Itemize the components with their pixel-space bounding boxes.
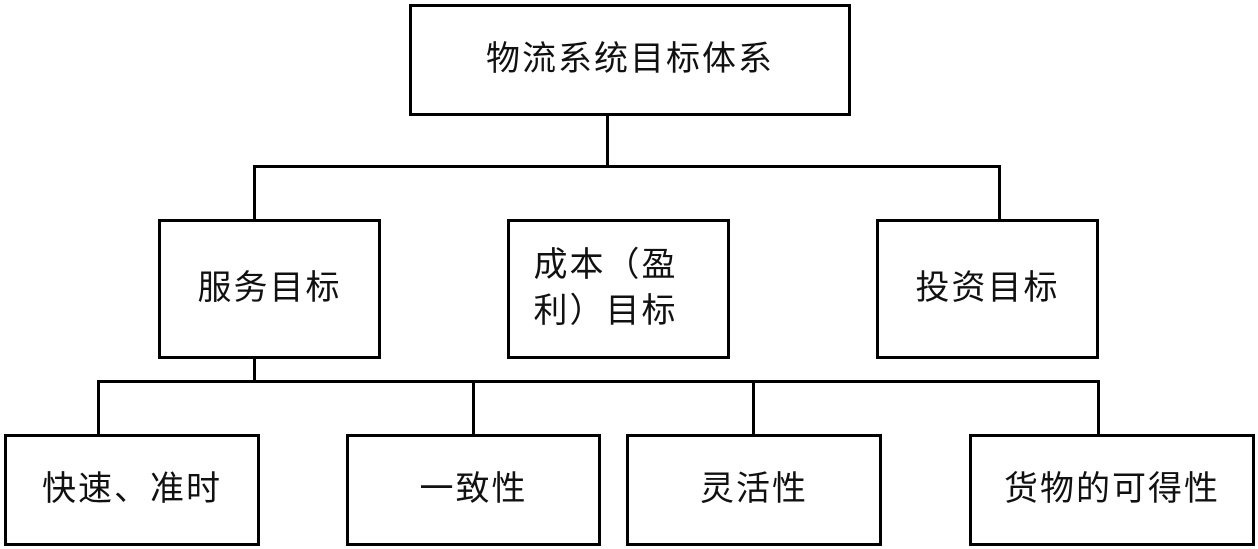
node-label: 服务目标 (197, 268, 342, 309)
node-label: 投资目标 (915, 268, 1060, 309)
node-label: 货物的可得性 (1004, 469, 1220, 510)
node-goods-availability: 货物的可得性 (969, 434, 1255, 546)
connector-level3-bus (97, 380, 1100, 383)
connector-to-fast (97, 380, 100, 435)
node-investment-goal: 投资目标 (876, 219, 1099, 359)
connector-level2-bus (253, 165, 1001, 168)
connector-service-down (253, 358, 256, 382)
node-fast-on-time: 快速、准时 (4, 434, 260, 546)
node-service-goal: 服务目标 (158, 219, 381, 359)
connector-to-invest (998, 165, 1001, 220)
connector-to-consistency (472, 380, 475, 435)
connector-to-flexibility (752, 380, 755, 435)
connector-root-down (606, 115, 609, 167)
connector-to-availability (1097, 380, 1100, 435)
node-label: 快速、准时 (42, 469, 222, 510)
connector-to-service (253, 165, 256, 220)
node-flexibility: 灵活性 (626, 434, 882, 546)
node-label-line-1: 成本（盈 (533, 245, 678, 286)
node-label: 灵活性 (700, 469, 808, 510)
node-cost-profit-goal: 成本（盈 利）目标 (507, 219, 730, 359)
node-label: 一致性 (419, 469, 528, 510)
node-label-line-2: 利）目标 (533, 291, 678, 331)
node-label-wrapper: 成本（盈 利）目标 (534, 243, 704, 335)
node-logistics-goal-system: 物流系统目标体系 (409, 4, 851, 116)
node-label: 物流系统目标体系 (486, 39, 774, 80)
node-consistency: 一致性 (346, 434, 601, 546)
